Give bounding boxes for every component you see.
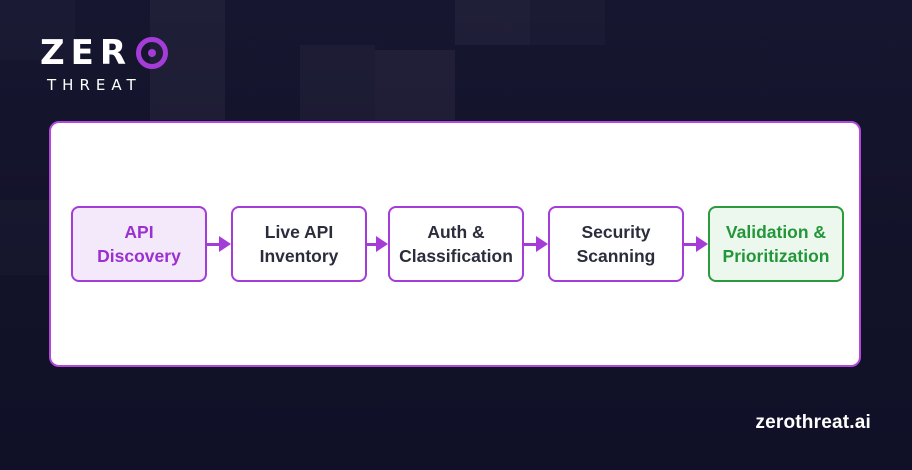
step-api-discovery: API Discovery [71,206,207,282]
logo-word: ZER [40,33,133,73]
logo-wordmark: ZER [40,36,170,70]
zerothreat-logo: ZER THREAT [40,36,170,94]
arrow-right-icon [524,236,548,252]
step-live-api-inventory: Live API Inventory [231,206,367,282]
arrow-right-icon [367,236,388,252]
arrow-right-icon [684,236,708,252]
logo-subword: THREAT [47,76,142,94]
background-tile [300,45,375,120]
background-tile [375,50,455,120]
background-tile [530,0,605,45]
step-security-scanning: Security Scanning [548,206,684,282]
step-auth-classification: Auth & Classification [388,206,524,282]
background-tile [0,200,50,275]
website-domain: zerothreat.ai [755,412,871,433]
step-validation-prioritization: Validation & Prioritization [708,206,844,282]
background-tile [455,0,530,45]
logo-target-icon [136,37,169,69]
arrow-right-icon [207,236,231,252]
